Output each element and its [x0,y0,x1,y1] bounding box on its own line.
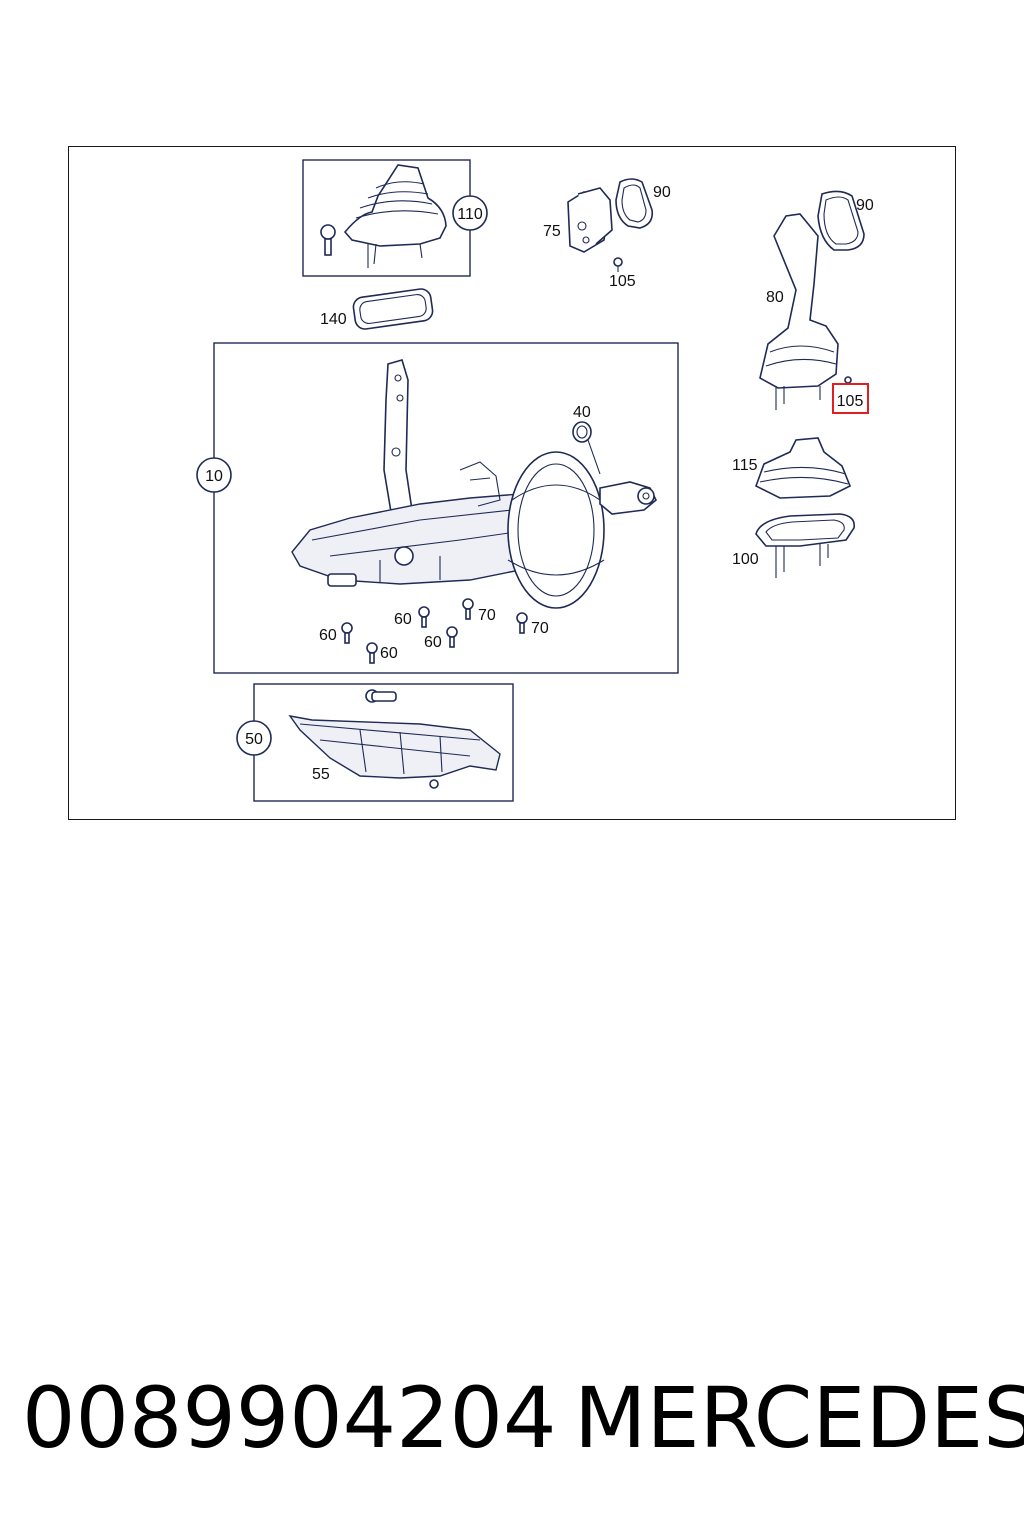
part-140: 140 [320,288,434,330]
label-70-b: 70 [531,620,549,637]
label-90-right: 90 [856,197,874,214]
label-60-a: 60 [394,611,412,628]
label-75: 75 [543,223,561,240]
label-70-a: 70 [478,607,496,624]
label-140: 140 [320,311,347,328]
label-105-top: 105 [609,273,636,290]
bolt-icons [341,598,528,664]
part-number: 0089904204 [22,1369,557,1467]
label-105-highlighted: 105 [837,393,864,410]
footer: 0089904204 MERCEDES [0,1370,1024,1470]
pin-icon [365,689,397,703]
label-55: 55 [312,766,330,783]
callout-circle-110 [452,195,488,231]
highlight-box-105 [832,383,869,414]
tray-icon [288,715,501,779]
label-115: 115 [732,457,758,474]
lever-arm-icon [383,359,413,520]
screw-icon [320,224,336,256]
label-60-d: 60 [380,645,398,662]
subassembly-box-110: 110 [302,159,488,277]
label-80: 80 [766,289,784,306]
parts-diagram-frame [68,146,956,820]
label-90-top: 90 [653,184,671,201]
label-100: 100 [732,551,759,568]
callout-110: 110 [457,206,483,223]
part-group-115-100: 115 100 [732,437,856,578]
label-40: 40 [573,404,591,421]
subassembly-box-10: 10 40 [196,342,679,674]
shift-boot-icon [343,164,447,268]
part-group-75-90-105: 75 90 105 [543,178,671,290]
subassembly-box-50: 50 55 [236,683,514,802]
callout-50: 50 [245,731,263,748]
brand-name: MERCEDES [574,1369,1024,1467]
label-60-c: 60 [424,634,442,651]
bushing-40-icon [572,421,601,475]
part-group-80-90-105: 80 90 105 [759,190,874,414]
parts-diagram: 110 140 75 90 105 80 90 105 [196,159,874,802]
drum-icon [507,451,605,609]
callout-10: 10 [205,468,223,485]
label-60-b: 60 [319,627,337,644]
callout-circle-50 [236,720,272,756]
housing-icon [291,493,546,585]
callout-circle-10 [196,457,232,493]
